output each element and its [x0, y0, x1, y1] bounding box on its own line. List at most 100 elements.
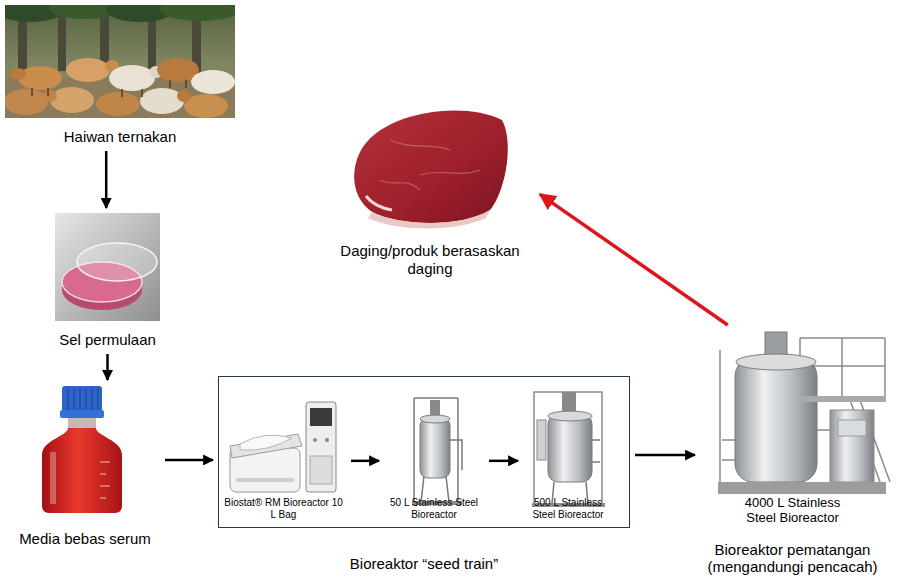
production-bioreactor-picture: [830, 410, 874, 482]
steak-photo: [366, 196, 392, 210]
medium-bottle-photo: [67, 388, 68, 410]
medium-bottle-photo: [85, 388, 86, 410]
flow-arrow: [351, 460, 379, 463]
petri-dish-photo: [55, 213, 160, 321]
production-bioreactor-picture: [838, 420, 866, 436]
steel-bioreactor-picture: [457, 398, 459, 502]
production-bioreactor-picture: [719, 350, 721, 484]
steel-bioreactor-picture: [414, 397, 458, 399]
flow-arrow: [105, 151, 108, 208]
steel-bioreactor-picture: [413, 398, 415, 502]
caption-text: Media bebas serum: [10, 530, 160, 548]
cattle-photo: [43, 90, 57, 102]
steel-bioreactor-picture: [420, 415, 450, 423]
photo-caption-box: Media bebas serum: [10, 385, 160, 548]
medium-bottle-photo: [100, 498, 106, 499]
cattle-photo: [5, 5, 235, 118]
photo-caption-box: Haiwan ternakan: [5, 5, 235, 146]
rocker-bioreactor-picture: [313, 438, 317, 442]
caption-text: 50 L Stainless Steel Bioreactor: [384, 497, 484, 521]
cattle-photo: [96, 92, 140, 116]
production-bioreactor-picture: [718, 332, 890, 494]
caption-text: 4000 L Stainless Steel Bioreactor: [733, 495, 853, 525]
petri-dish-photo: [55, 213, 160, 321]
medium-bottle-photo: [62, 386, 102, 412]
production-bioreactor-picture: [841, 338, 843, 396]
petri-dish-photo: [77, 243, 157, 281]
flow-arrow: [540, 194, 728, 325]
caption-text: Haiwan ternakan: [5, 128, 235, 146]
cattle-photo: [5, 5, 235, 118]
medium-bottle-photo: [79, 388, 80, 410]
cattle-photo: [109, 65, 155, 91]
flow-arrow: [635, 454, 695, 457]
rocker-bioreactor-picture: [310, 456, 332, 484]
caption-text: Sel permulaan: [40, 331, 175, 349]
steel-bioreactor-picture: [552, 440, 600, 504]
medium-bottle-photo: [100, 462, 110, 498]
cattle-photo: [18, 66, 62, 90]
steak-photo: [368, 210, 490, 229]
caption-text: Daging/produk berasaskan daging: [333, 242, 528, 278]
medium-bottle-photo: [91, 388, 92, 410]
cattle-photo: [5, 89, 48, 115]
cattle-photo: [121, 89, 123, 97]
photo-caption-box: Sel permulaan: [40, 213, 175, 349]
steak-photo: [390, 140, 450, 150]
cattle-photo: [185, 80, 187, 88]
flow-arrow: [106, 354, 109, 380]
cattle-photo: [169, 80, 171, 88]
caption-text: 500 L Stainless Steel Bioreactor: [523, 497, 613, 521]
steak-photo: [354, 110, 508, 228]
production-bioreactor-picture: [735, 358, 817, 482]
cattle-photo: [47, 88, 49, 96]
steel-bioreactor-picture: [414, 398, 462, 502]
cattle-photo: [66, 58, 110, 82]
rocker-bioreactor-picture: [230, 402, 336, 492]
caption-text: Bioreaktor “seed train”: [219, 555, 629, 573]
equipment-box: 50 L Stainless Steel Bioreactor: [384, 393, 484, 521]
steel-bioreactor-picture: [412, 398, 462, 505]
steel-bioreactor-picture: [534, 392, 602, 504]
medium-bottle-photo: [42, 428, 122, 513]
steel-bioreactor-picture: [450, 440, 462, 470]
cattle-photo: [10, 68, 26, 80]
steak-photo: [380, 140, 480, 190]
medium-bottle-photo: [60, 410, 104, 418]
steel-bioreactor-picture: [532, 392, 605, 507]
equipment-box: Biostat® RM Bioreactor 10 L Bag: [221, 393, 346, 521]
cattle-photo: [191, 70, 235, 94]
production-bioreactor-picture: [720, 338, 890, 484]
medium-bottle-photo: [100, 474, 106, 475]
caption-text: Biostat® RM Bioreactor 10 L Bag: [221, 497, 346, 521]
steel-bioreactor-picture: [592, 461, 600, 463]
photo-caption-box: Daging/produk berasaskan daging: [325, 100, 535, 278]
production-bioreactor-picture: [884, 338, 886, 396]
rocker-bioreactor-picture: [310, 408, 332, 426]
rocker-bioreactor-picture: [236, 478, 294, 482]
steel-bioreactor-picture: [430, 400, 440, 416]
production-bioreactor-picture: [800, 396, 886, 402]
cattle-photo: [141, 89, 143, 97]
rocker-bioreactor-picture: [230, 434, 302, 458]
equipment-box: 4000 L Stainless Steel BioreactorBioreak…: [700, 330, 885, 575]
medium-bottle-photo: [50, 452, 56, 504]
cattle-photo: [50, 87, 94, 113]
steel-bioreactor-picture: [420, 418, 450, 478]
medium-bottle-photo: [68, 418, 96, 428]
steel-bioreactor-picture: [537, 420, 546, 460]
seed-train-frame: Bioreaktor “seed train”Biostat® RM Biore…: [218, 376, 630, 528]
rocker-bioreactor-picture: [240, 435, 292, 450]
medium-bottle-photo: [42, 386, 122, 513]
flow-arrow: [165, 459, 213, 462]
medium-bottle-photo: [100, 486, 110, 487]
cattle-photo: [160, 5, 235, 21]
medium-bottle-photo: [68, 388, 98, 410]
cattle-photo: [31, 88, 33, 96]
cattle-photo: [177, 90, 191, 102]
medium-bottle-photo: [97, 388, 98, 410]
steak-photo: [380, 180, 420, 190]
steel-bioreactor-picture: [592, 439, 600, 441]
